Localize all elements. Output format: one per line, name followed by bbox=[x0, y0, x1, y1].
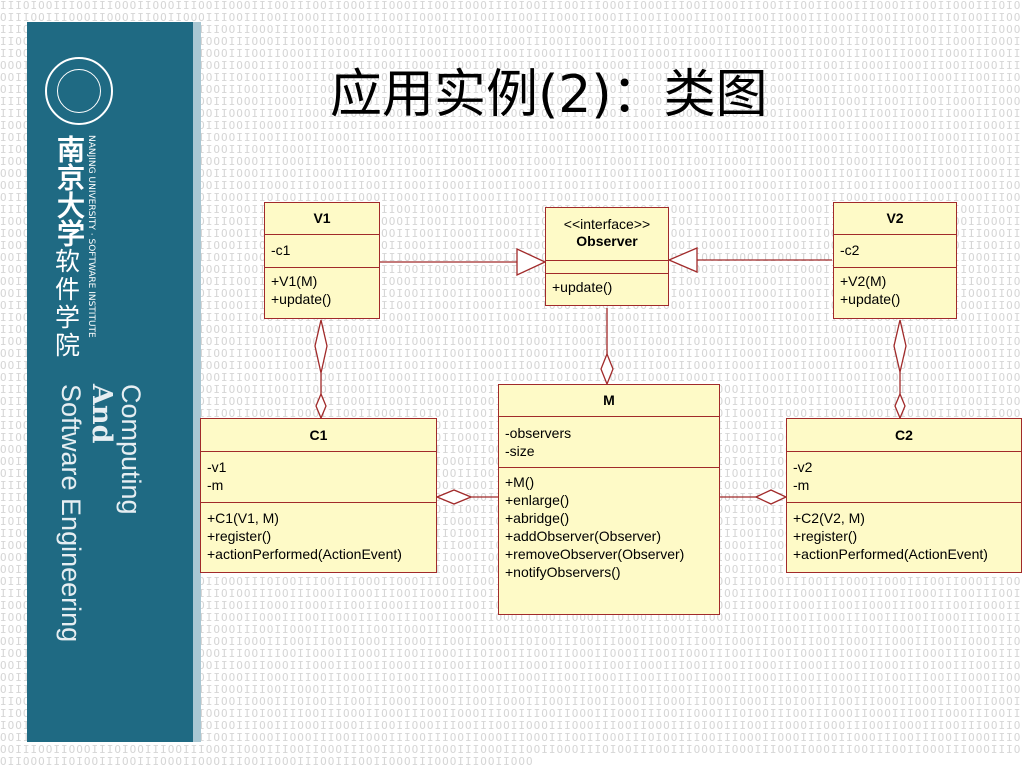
operation: +update() bbox=[271, 291, 332, 307]
class-m[interactable]: M -observers -size +M() +enlarge() +abri… bbox=[498, 384, 720, 615]
class-operations: +M() +enlarge() +abridge() +addObserver(… bbox=[499, 468, 719, 583]
class-c1[interactable]: C1 -v1 -m +C1(V1, M) +register() +action… bbox=[200, 418, 437, 573]
operation: +enlarge() bbox=[505, 492, 570, 508]
class-name: V2 bbox=[834, 203, 956, 235]
attribute: -v2 bbox=[793, 459, 813, 475]
attribute: -v1 bbox=[207, 459, 227, 475]
class-name: M bbox=[499, 385, 719, 417]
realization-arrowhead-v1 bbox=[516, 247, 547, 277]
operation: +register() bbox=[207, 528, 272, 544]
operation: +M() bbox=[505, 474, 535, 490]
operation: +C2(V2, M) bbox=[793, 510, 865, 526]
aggregation-diamond-m-left bbox=[435, 489, 473, 505]
operation: +actionPerformed(ActionEvent) bbox=[207, 546, 402, 562]
class-header: <<interface>> Observer bbox=[546, 208, 668, 261]
operation: +C1(V1, M) bbox=[207, 510, 279, 526]
aggregation-diamond-c2 bbox=[894, 392, 906, 420]
tagline-computing: Computing bbox=[116, 384, 146, 515]
operation: +V2(M) bbox=[840, 273, 887, 289]
aggregation-diamond-m-top bbox=[600, 352, 614, 386]
class-attributes bbox=[546, 261, 668, 274]
tagline-software-engineering: Software Engineering bbox=[56, 384, 86, 643]
operation: +notifyObservers() bbox=[505, 564, 621, 580]
operation: +actionPerformed(ActionEvent) bbox=[793, 546, 988, 562]
operation: +V1(M) bbox=[271, 273, 318, 289]
operation: +register() bbox=[793, 528, 858, 544]
operation: +abridge() bbox=[505, 510, 570, 526]
sidebar-panel bbox=[27, 22, 199, 742]
attribute: -observers bbox=[505, 425, 572, 441]
class-operations: +V1(M) +update() bbox=[265, 268, 379, 310]
class-observer[interactable]: <<interface>> Observer +update() bbox=[545, 207, 669, 306]
class-c2[interactable]: C2 -v2 -m +C2(V2, M) +register() +action… bbox=[786, 418, 1022, 573]
class-name: C1 bbox=[201, 419, 436, 452]
slide-title: 应用实例(2)：类图 bbox=[330, 65, 768, 125]
sidebar-tagline: Computing And Software Engineering bbox=[56, 384, 146, 642]
class-operations: +update() bbox=[546, 274, 668, 298]
operation: +removeObserver(Observer) bbox=[505, 546, 685, 562]
tagline-and: And bbox=[86, 384, 117, 444]
class-v2[interactable]: V2 -c2 +V2(M) +update() bbox=[833, 202, 957, 319]
class-attributes: -v1 -m bbox=[201, 452, 436, 503]
university-name-cn: 南京大学 bbox=[53, 135, 86, 247]
class-v1[interactable]: V1 -c1 +V1(M) +update() bbox=[264, 202, 380, 319]
class-operations: +C2(V2, M) +register() +actionPerformed(… bbox=[787, 503, 1021, 565]
operation: +addObserver(Observer) bbox=[505, 528, 662, 544]
university-seal-icon bbox=[45, 57, 113, 125]
class-name: C2 bbox=[787, 419, 1021, 452]
institute-name-cn: 软件学院 bbox=[55, 247, 81, 360]
sidebar-edge bbox=[193, 22, 201, 742]
class-attributes: -c1 bbox=[265, 235, 379, 268]
realization-arrowhead-v2 bbox=[667, 247, 698, 273]
aggregation-diamond-v2 bbox=[893, 319, 907, 373]
class-attributes: -c2 bbox=[834, 235, 956, 268]
attribute: -size bbox=[505, 443, 535, 459]
attribute: -c1 bbox=[271, 242, 291, 258]
aggregation-diamond-m-right bbox=[754, 489, 788, 505]
class-attributes: -v2 -m bbox=[787, 452, 1021, 503]
class-stereotype: <<interface>> bbox=[563, 216, 651, 232]
class-name: Observer bbox=[576, 233, 638, 249]
attribute: -m bbox=[793, 477, 810, 493]
aggregation-diamond-c1 bbox=[315, 392, 327, 420]
operation: +update() bbox=[840, 291, 901, 307]
class-attributes: -observers -size bbox=[499, 417, 719, 468]
class-operations: +C1(V1, M) +register() +actionPerformed(… bbox=[201, 503, 436, 565]
class-name: V1 bbox=[265, 203, 379, 235]
class-operations: +V2(M) +update() bbox=[834, 268, 956, 310]
attribute: -m bbox=[207, 477, 224, 493]
university-name-en: NANJING UNIVERSITY · SOFTWARE INSTITUTE bbox=[86, 135, 96, 338]
attribute: -c2 bbox=[840, 242, 860, 258]
operation: +update() bbox=[552, 279, 613, 295]
aggregation-diamond-v1 bbox=[314, 319, 328, 374]
